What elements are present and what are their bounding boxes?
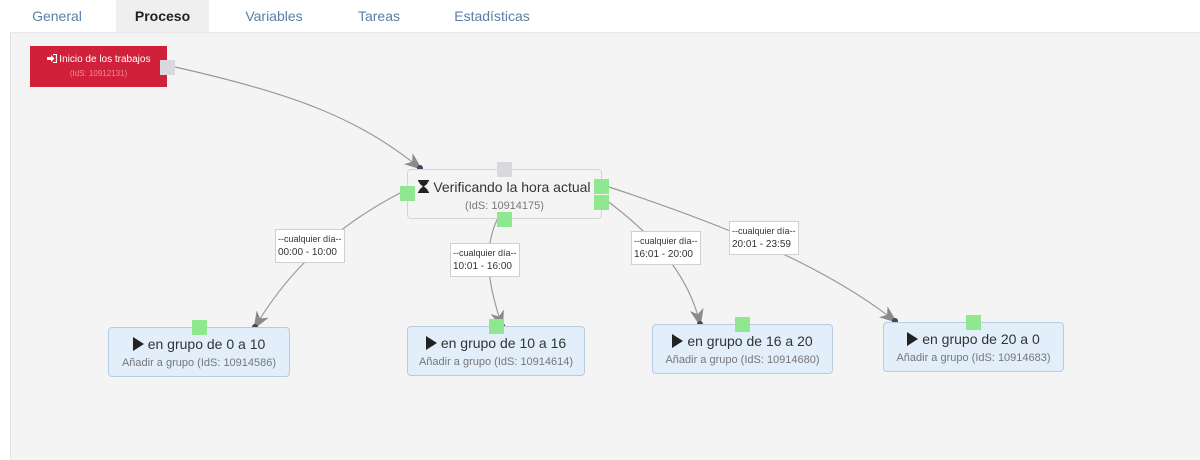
input-port[interactable] [489, 319, 504, 334]
node-group-10-16[interactable]: en grupo de 10 a 16 Añadir a grupo (IdS:… [407, 326, 585, 376]
node-group-id: Añadir a grupo (IdS: 10914586) [121, 357, 277, 369]
edge-label: --cualquier día-- 16:01 - 20:00 [631, 231, 701, 265]
edge-label-day: --cualquier día-- [278, 234, 342, 244]
node-group-title: en grupo de 10 a 16 [440, 335, 567, 351]
node-check-id: (IdS: 10914175) [465, 200, 544, 212]
input-port[interactable] [966, 315, 981, 330]
node-group-title-row: en grupo de 16 a 20 [653, 333, 832, 349]
edge-label-day: --cualquier día-- [634, 236, 698, 246]
tab-proceso[interactable]: Proceso [116, 0, 209, 32]
edge-label: --cualquier día-- 10:01 - 16:00 [450, 243, 520, 277]
tab-estadisticas[interactable]: Estadísticas [454, 8, 530, 24]
edge-label-time: 00:00 - 10:00 [278, 247, 337, 258]
input-port[interactable] [192, 320, 207, 335]
process-canvas[interactable] [10, 32, 1200, 460]
node-check-title: Verificando la hora actual [433, 179, 591, 195]
node-start-jobs[interactable]: Inicio de los trabajos (IdS: 10912131) [30, 46, 167, 87]
tab-general[interactable]: General [32, 8, 82, 24]
edge-label-day: --cualquier día-- [453, 248, 517, 258]
node-group-title-row: en grupo de 20 a 0 [884, 331, 1063, 347]
node-group-id: Añadir a grupo (IdS: 10914680) [665, 354, 820, 366]
node-group-id: Añadir a grupo (IdS: 10914614) [418, 356, 574, 368]
tab-variables[interactable]: Variables [245, 8, 303, 24]
play-icon [425, 336, 437, 350]
output-port[interactable] [400, 186, 415, 201]
node-group-title-row: en grupo de 10 a 16 [408, 335, 584, 351]
node-group-16-20[interactable]: en grupo de 16 a 20 Añadir a grupo (IdS:… [652, 324, 833, 374]
edge-label: --cualquier día-- 20:01 - 23:59 [729, 221, 799, 255]
output-port[interactable] [594, 179, 609, 194]
play-icon [672, 334, 684, 348]
edge-label-time: 16:01 - 20:00 [634, 249, 693, 260]
play-icon [907, 332, 919, 346]
node-group-title: en grupo de 16 a 20 [687, 333, 813, 349]
node-check-title-row: Verificando la hora actual [408, 179, 601, 195]
tab-bar: General Proceso Variables Tareas Estadís… [0, 0, 1200, 32]
tab-tareas[interactable]: Tareas [357, 8, 401, 24]
edge-label-time: 10:01 - 16:00 [453, 261, 512, 272]
output-port[interactable] [497, 212, 512, 227]
edge-label: --cualquier día-- 00:00 - 10:00 [275, 229, 345, 263]
node-group-0-10[interactable]: en grupo de 0 a 10 Añadir a grupo (IdS: … [108, 327, 290, 377]
node-group-title: en grupo de 20 a 0 [922, 331, 1040, 347]
play-icon [132, 337, 144, 351]
input-port[interactable] [735, 317, 750, 332]
node-start-title-row: Inicio de los trabajos [30, 53, 167, 65]
node-start-id: (IdS: 10912131) [69, 69, 128, 78]
edge-label-day: --cualquier día-- [732, 226, 796, 236]
sign-in-icon [46, 53, 60, 65]
edge-label-time: 20:01 - 23:59 [732, 239, 791, 250]
node-group-title-row: en grupo de 0 a 10 [109, 336, 289, 352]
node-group-20-0[interactable]: en grupo de 20 a 0 Añadir a grupo (IdS: … [883, 322, 1064, 372]
output-port[interactable] [594, 195, 609, 210]
output-port[interactable] [160, 60, 175, 75]
node-group-id: Añadir a grupo (IdS: 10914683) [896, 352, 1051, 364]
node-start-title: Inicio de los trabajos [59, 54, 151, 65]
hourglass-icon [418, 179, 433, 195]
node-group-title: en grupo de 0 a 10 [147, 336, 266, 352]
input-port[interactable] [497, 162, 512, 177]
